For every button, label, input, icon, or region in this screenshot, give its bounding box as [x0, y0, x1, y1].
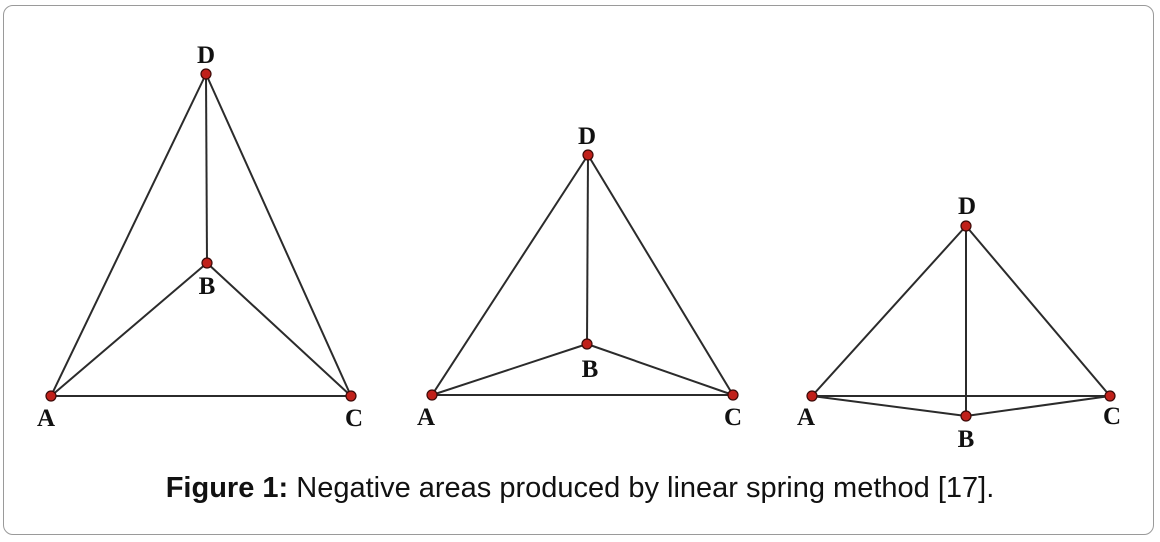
- edge-CD: [965, 225, 1111, 397]
- node-label-C: C: [724, 404, 742, 431]
- node-B: [960, 410, 972, 422]
- node-label-D: D: [197, 42, 215, 69]
- node-D: [200, 68, 212, 80]
- node-label-B: B: [199, 273, 216, 300]
- node-D: [960, 220, 972, 232]
- edge-CD: [205, 73, 352, 397]
- edge-AD: [50, 73, 207, 397]
- node-C: [345, 390, 357, 402]
- node-label-B: B: [958, 426, 975, 453]
- node-A: [45, 390, 57, 402]
- node-label-A: A: [37, 405, 55, 432]
- node-label-C: C: [1103, 403, 1121, 430]
- edge-AD: [811, 225, 967, 397]
- node-D: [582, 149, 594, 161]
- edge-CB: [586, 343, 734, 396]
- edge-DB: [586, 154, 589, 345]
- caption-text: Negative areas produced by linear spring…: [288, 472, 995, 504]
- node-label-A: A: [797, 404, 815, 431]
- node-B: [581, 338, 593, 350]
- node-A: [426, 389, 438, 401]
- edge-DB: [205, 73, 208, 264]
- caption-label: Figure 1:: [165, 472, 289, 504]
- node-label-B: B: [582, 356, 599, 383]
- edge-CB: [965, 395, 1111, 417]
- figure-caption: Figure 1: Negative areas produced by lin…: [0, 472, 1160, 505]
- node-label-C: C: [345, 405, 363, 432]
- node-label-D: D: [958, 193, 976, 220]
- node-B: [201, 257, 213, 269]
- node-C: [727, 389, 739, 401]
- mesh-figure-3: D B A C: [797, 193, 1121, 453]
- mesh-figure-2: D B A C: [417, 123, 742, 431]
- edge-CB: [206, 262, 352, 397]
- node-label-D: D: [578, 123, 596, 150]
- edge-AD: [431, 154, 589, 396]
- mesh-figure-1: D B A C: [37, 42, 363, 432]
- node-C: [1104, 390, 1116, 402]
- edge-AB: [811, 395, 967, 417]
- node-A: [806, 390, 818, 402]
- edge-AB: [50, 262, 208, 397]
- edge-AB: [431, 343, 588, 396]
- edge-CD: [587, 154, 734, 396]
- figure-frame: [3, 5, 1154, 535]
- node-label-A: A: [417, 404, 435, 431]
